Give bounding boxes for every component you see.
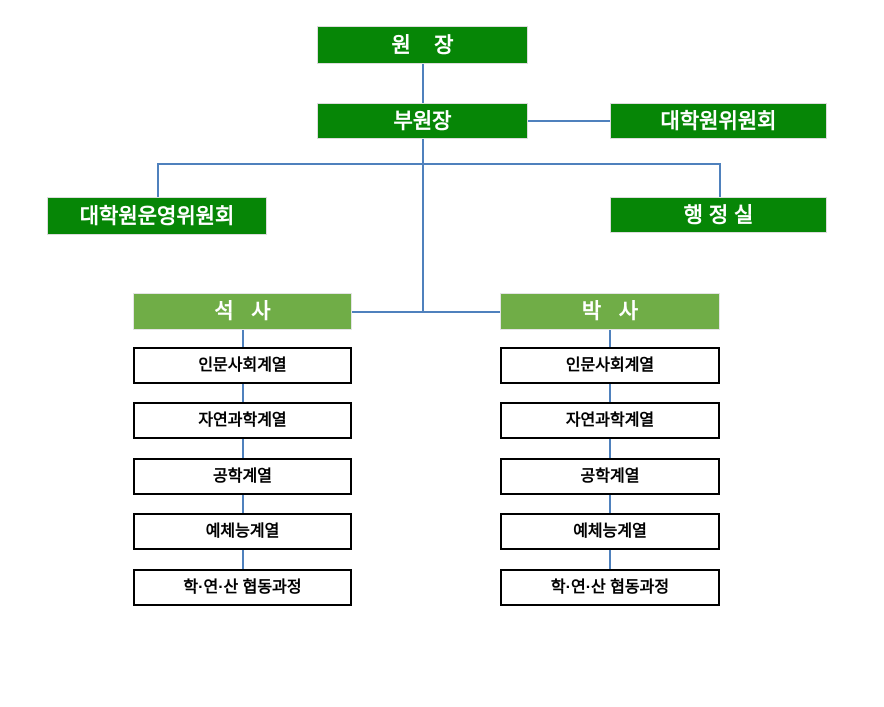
connector-masters-dept-2 bbox=[242, 439, 244, 458]
dept-label: 학·연·산 협동과정 bbox=[550, 578, 670, 596]
dept-label: 공학계열 bbox=[580, 467, 640, 485]
node-doctoral-dept-humanities: 인문사회계열 bbox=[500, 347, 720, 384]
connector-to-admin-office bbox=[719, 163, 721, 197]
connector-director-to-vice bbox=[422, 64, 424, 103]
connector-doctoral-dept-1 bbox=[609, 384, 611, 402]
node-masters-label: 석 사 bbox=[214, 300, 271, 323]
node-masters: 석 사 bbox=[133, 293, 352, 330]
node-masters-dept-arts-physical: 예체능계열 bbox=[133, 513, 352, 550]
connector-masters-dept-0 bbox=[242, 330, 244, 347]
dept-label: 자연과학계열 bbox=[198, 411, 287, 429]
connector-masters-dept-4 bbox=[242, 550, 244, 569]
node-operating-committee-label: 대학원운영위원회 bbox=[79, 204, 235, 228]
connector-doctoral-dept-3 bbox=[609, 495, 611, 513]
node-operating-committee: 대학원운영위원회 bbox=[47, 197, 267, 235]
connector-crossbar bbox=[157, 163, 720, 165]
node-graduate-committee: 대학원위원회 bbox=[610, 103, 827, 139]
node-doctoral-label: 박 사 bbox=[581, 300, 639, 323]
dept-label: 자연과학계열 bbox=[565, 411, 655, 429]
node-director-label: 원 장 bbox=[391, 33, 454, 57]
connector-masters-doctoral bbox=[352, 311, 500, 313]
node-admin-office: 행 정 실 bbox=[610, 197, 827, 233]
dept-label: 학·연·산 협동과정 bbox=[183, 578, 302, 596]
connector-doctoral-dept-4 bbox=[609, 550, 611, 569]
node-graduate-committee-label: 대학원위원회 bbox=[660, 109, 777, 133]
node-vice-director: 부원장 bbox=[317, 103, 528, 139]
node-masters-dept-humanities: 인문사회계열 bbox=[133, 347, 352, 384]
dept-label: 인문사회계열 bbox=[198, 356, 287, 374]
connector-to-operating-committee bbox=[157, 163, 159, 197]
connector-doctoral-dept-0 bbox=[609, 330, 611, 347]
node-admin-office-label: 행 정 실 bbox=[683, 203, 754, 227]
connector-vice-trunk bbox=[422, 139, 424, 312]
connector-doctoral-dept-2 bbox=[609, 439, 611, 458]
node-doctoral: 박 사 bbox=[500, 293, 720, 330]
dept-label: 공학계열 bbox=[213, 467, 272, 485]
node-masters-dept-natural-sciences: 자연과학계열 bbox=[133, 402, 352, 439]
node-doctoral-dept-arts-physical: 예체능계열 bbox=[500, 513, 720, 550]
connector-vice-to-grad-committee bbox=[528, 120, 610, 122]
node-director: 원 장 bbox=[317, 26, 528, 64]
node-doctoral-dept-cooperative-program: 학·연·산 협동과정 bbox=[500, 569, 720, 606]
node-doctoral-dept-engineering: 공학계열 bbox=[500, 458, 720, 495]
node-doctoral-dept-natural-sciences: 자연과학계열 bbox=[500, 402, 720, 439]
connector-masters-dept-3 bbox=[242, 495, 244, 513]
dept-label: 예체능계열 bbox=[205, 522, 280, 540]
node-masters-dept-cooperative-program: 학·연·산 협동과정 bbox=[133, 569, 352, 606]
node-vice-director-label: 부원장 bbox=[393, 109, 452, 133]
dept-label: 예체능계열 bbox=[573, 522, 647, 540]
node-masters-dept-engineering: 공학계열 bbox=[133, 458, 352, 495]
connector-masters-dept-1 bbox=[242, 384, 244, 402]
dept-label: 인문사회계열 bbox=[565, 356, 655, 374]
